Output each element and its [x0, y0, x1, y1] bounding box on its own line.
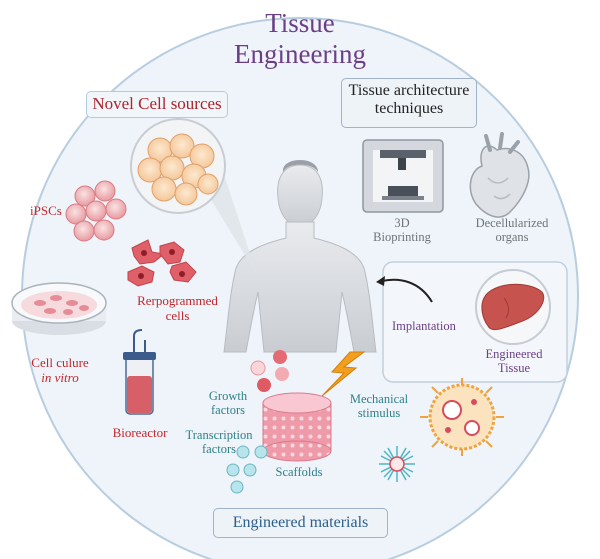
label-transcription-factors-line-2: factors	[201, 442, 236, 457]
label-growth-factors-line-1: Growth	[208, 389, 248, 403]
label-transcription-factors: Transcription factors	[172, 428, 266, 457]
label-engineered-tissue-line-1: Engineered	[485, 347, 543, 361]
petri-dish-icon	[11, 282, 107, 335]
bioreactor-icon	[123, 329, 156, 415]
page-title: Tissue Engineering	[180, 8, 420, 70]
label-decellularized: Decellularized organs	[464, 216, 560, 245]
label-cell-culture-line-2: in vitro	[41, 369, 79, 385]
micelle-icon	[379, 446, 415, 482]
label-bioprinting: 3D Bioprinting	[362, 216, 442, 245]
label-mechanical-stimulus-line-1: Mechanical	[349, 392, 409, 406]
ipsc-cells-icon	[65, 180, 127, 242]
architecture-line-1: Tissue architecture	[348, 82, 470, 99]
label-cell-culture-line-1: Cell culure	[31, 355, 89, 370]
label-ipscs: iPSCs	[30, 203, 62, 218]
3d-printer-icon	[362, 139, 444, 213]
cell-sources-box: Novel Cell sources	[86, 91, 228, 118]
label-reprogrammed: Rerpogrammed cells	[130, 293, 225, 324]
transcription-factor-icon	[226, 445, 268, 494]
heart-icon	[469, 132, 530, 218]
label-decellularized-line-2: organs	[495, 230, 529, 245]
label-mechanical-stimulus: Mechanical stimulus	[338, 392, 420, 421]
stem-cell-cluster-icon	[130, 118, 226, 214]
label-decellularized-line-1: Decellularized	[475, 216, 549, 230]
label-reprogrammed-line-1: Rerpogrammed	[137, 293, 218, 308]
label-implantation: Implantation	[392, 319, 456, 333]
label-reprogrammed-line-2: cells	[165, 307, 190, 323]
growth-factor-icon	[250, 350, 289, 392]
architecture-box: Tissue architecture techniques	[341, 78, 477, 128]
human-body-icon	[223, 160, 377, 353]
title-line-2: Engineering	[234, 39, 366, 70]
label-engineered-tissue: Engineered Tissue	[476, 347, 552, 376]
reprogrammed-cells-icon	[127, 239, 197, 287]
label-bioprinting-line-2: Bioprinting	[373, 230, 431, 245]
label-mechanical-stimulus-line-2: stimulus	[357, 406, 401, 421]
nanoparticle-icon	[420, 378, 504, 456]
label-scaffolds: Scaffolds	[275, 465, 323, 479]
materials-box: Engineered materials	[213, 508, 388, 538]
label-cell-culture: Cell culure in vitro	[18, 355, 102, 386]
label-bioprinting-line-1: 3D	[394, 216, 410, 230]
title-line-1: Tissue	[265, 8, 335, 38]
lightning-icon	[321, 351, 366, 397]
scaffold-icon	[262, 392, 332, 462]
label-transcription-factors-line-1: Transcription	[185, 428, 253, 442]
architecture-line-2: techniques	[374, 100, 444, 118]
label-bioreactor: Bioreactor	[112, 425, 168, 440]
label-engineered-tissue-line-2: Tissue	[497, 361, 531, 376]
liver-icon	[475, 269, 551, 345]
label-growth-factors: Growth factors	[196, 389, 260, 418]
label-growth-factors-line-2: factors	[210, 403, 245, 418]
